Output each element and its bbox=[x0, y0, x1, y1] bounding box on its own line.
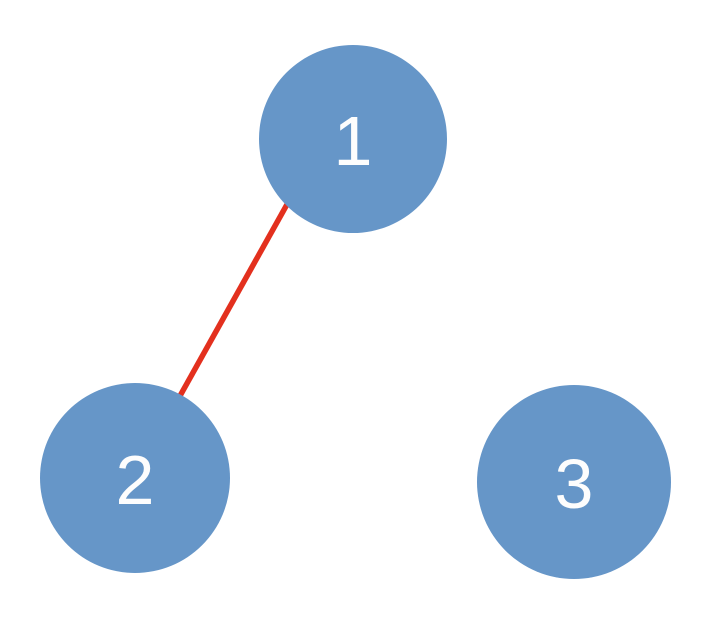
graph-node[interactable]: 1 bbox=[259, 45, 447, 233]
graph-node-circle[interactable] bbox=[40, 383, 230, 573]
nodes-layer: 12 3 bbox=[40, 45, 671, 579]
graph-node-circle[interactable] bbox=[259, 45, 447, 233]
graph-node[interactable]: 2 bbox=[40, 383, 230, 573]
graph-node-circle[interactable] bbox=[477, 385, 671, 579]
graph-node[interactable]: 3 bbox=[477, 385, 671, 579]
